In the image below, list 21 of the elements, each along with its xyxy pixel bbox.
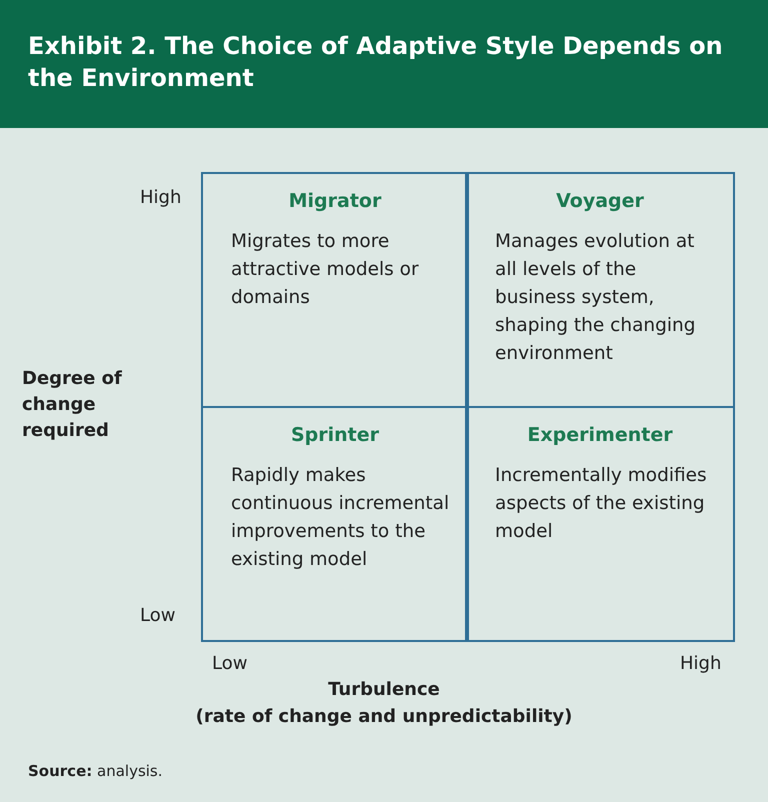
title: Exhibit 2. The Choice of Adaptive Style Depends on the Environment <box>28 31 724 94</box>
axis-tick-label: High <box>140 187 182 208</box>
quadrant-box <box>465 406 735 642</box>
axis-title: Turbulence <box>328 679 440 700</box>
quadrant-description: Incrementally modifies aspects of the existing model <box>495 464 708 544</box>
axis-tick-label: Low <box>140 605 176 626</box>
axis-subtitle: (rate of change and unpredictability) <box>196 706 572 727</box>
source-note: Source: analysis. <box>28 762 163 780</box>
quadrant-heading: Migrator <box>288 190 382 212</box>
quadrant-heading: Sprinter <box>290 424 380 446</box>
quadrant-description: Manages evolution at all levels of the business system, shaping the changing environment <box>495 230 696 366</box>
quadrant-description: Rapidly makes continuous incremental improvements to the existing model <box>231 464 450 572</box>
axis-title: Degree of change required <box>22 368 122 441</box>
axis-tick-label: Low <box>212 653 248 674</box>
axis-tick-label: High <box>680 653 722 674</box>
quadrant-box <box>201 172 469 408</box>
quadrant-heading: Voyager <box>556 190 644 212</box>
quadrant-box <box>465 172 735 408</box>
quadrant-heading: Experimenter <box>527 424 673 446</box>
quadrant-description: Migrates to more attractive models or domains <box>231 230 420 310</box>
quadrant-box <box>201 406 469 642</box>
